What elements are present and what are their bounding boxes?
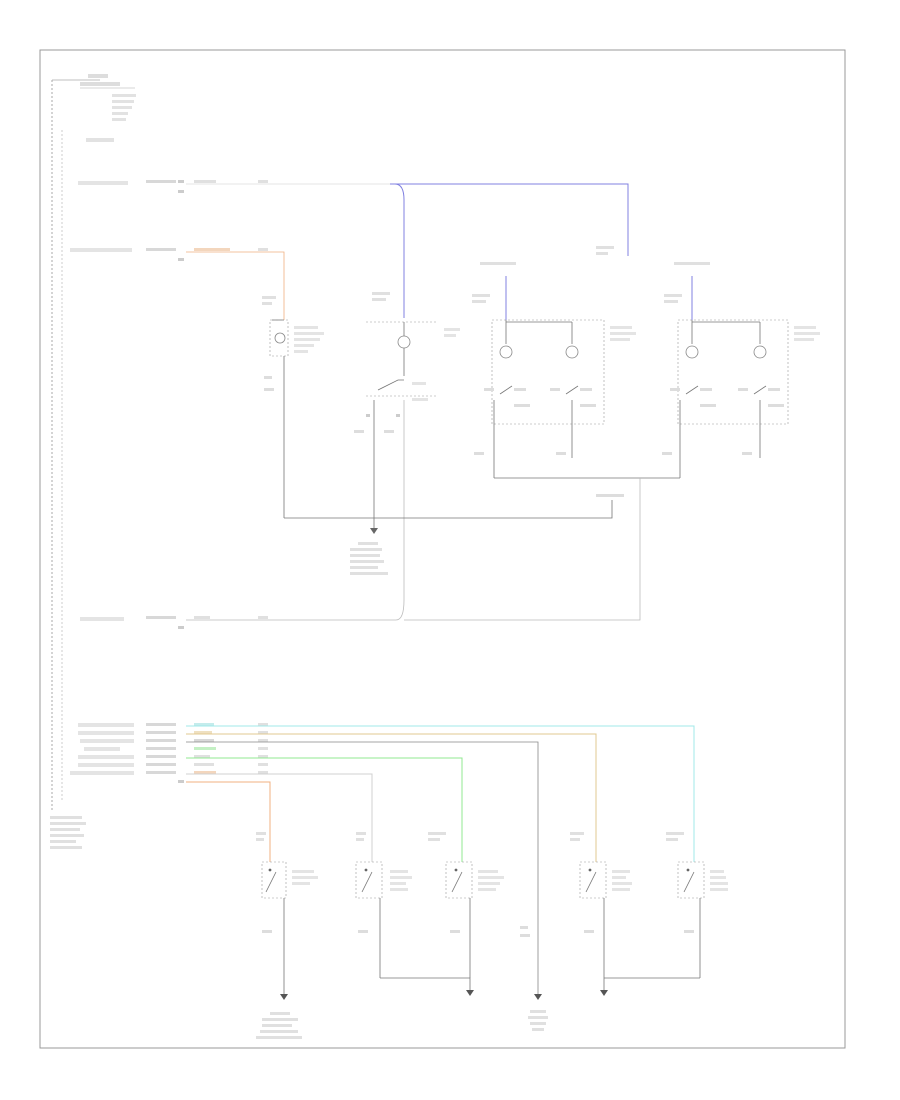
switch-tailgate [256,832,318,1000]
switch-right-rear-door [570,832,632,978]
legend-block [80,74,136,142]
diagram-frame [39,49,846,1049]
reading-lamp-assembly-rear [662,262,820,478]
switch-left-rear-door [666,832,728,978]
wire-tan [186,733,597,862]
pin-row-courtesy-return [80,516,641,629]
backlight-lamp-assembly [262,296,324,518]
wire-gray [186,741,539,996]
wire-light-green [186,757,463,862]
wire-light-blue [186,725,695,862]
reading-lamp-assembly-front [472,246,636,478]
wire-blue-trunk [390,183,629,256]
pin-row-backlight [70,248,285,320]
pin-row-courtesy-supply [78,180,390,193]
wire-blue-to-lamp [394,183,405,318]
ground-bus-upper [284,477,680,575]
ground-bus-lower [256,926,700,1039]
switch-passenger-door [428,832,504,978]
wire-orange [186,781,271,862]
body-control-module [50,74,136,849]
switch-driver-door [355,832,412,978]
wire-white [186,773,373,862]
module-name-label [50,816,86,849]
dome-lamp-assembly [354,292,460,600]
pin-rows-door-switches [70,723,268,783]
